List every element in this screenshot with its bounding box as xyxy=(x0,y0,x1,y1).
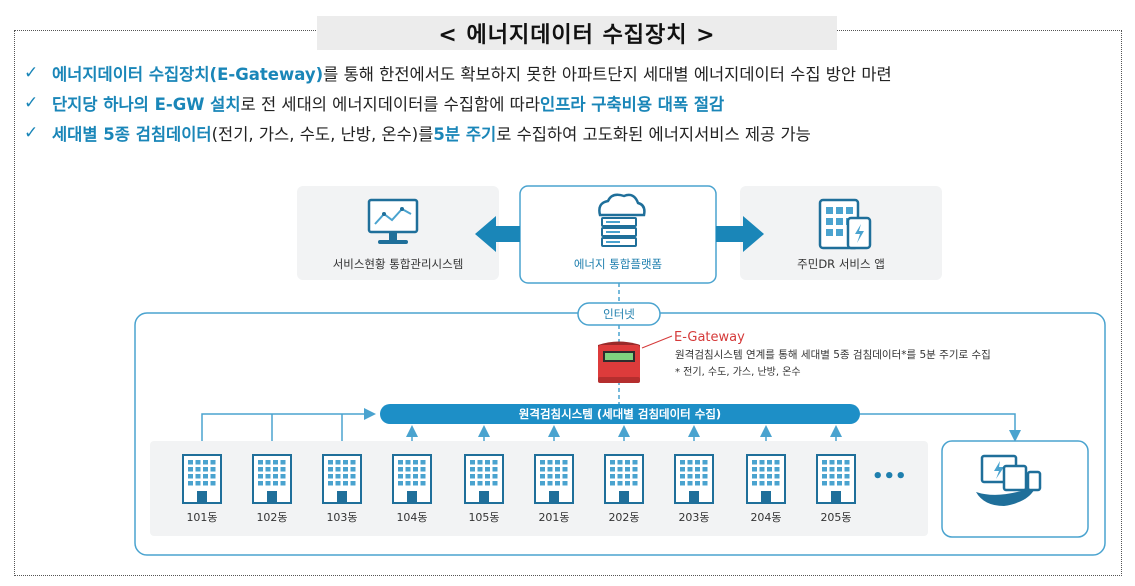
building-icon xyxy=(464,454,504,504)
building-label: 204동 xyxy=(750,511,782,524)
bullet-text: 로 수집하여 고도화된 에너지서비스 제공 가능 xyxy=(496,125,811,144)
building-icon xyxy=(534,454,574,504)
building-icon xyxy=(182,454,222,504)
home-devices-icon xyxy=(976,454,1042,506)
egateway-description: 원격검침시스템 연계를 통해 세대별 5종 검침데이터*를 5분 주기로 수집 xyxy=(675,349,991,361)
egateway-note: * 전기, 수도, 가스, 난방, 온수 xyxy=(675,367,801,378)
arrow-left xyxy=(475,216,520,252)
building-label: 102동 xyxy=(256,511,288,524)
platform-label: 에너지 통합플랫폼 xyxy=(573,257,663,271)
building-label: 103동 xyxy=(326,511,358,524)
bullet-highlight: 인프라 구축비용 대폭 절감 xyxy=(540,95,725,114)
check-icon: ✓ xyxy=(24,93,39,113)
building-label: 203동 xyxy=(678,511,710,524)
bullet-highlight: 5분 주기 xyxy=(433,125,497,144)
monitor-icon xyxy=(367,198,419,244)
internet-label: 인터넷 xyxy=(603,307,635,321)
building-icon xyxy=(252,454,292,504)
building-label: 104동 xyxy=(396,511,428,524)
bullet-text: 로 전 세대의 에너지데이터를 수집함에 따라 xyxy=(240,95,541,114)
building-icon xyxy=(746,454,786,504)
building-icon xyxy=(674,454,714,504)
check-icon: ✓ xyxy=(24,63,39,83)
bullet-text: 를 통해 한전에서도 확보하지 못한 아파트단지 세대별 에너지데이터 수집 방… xyxy=(323,65,892,84)
bullet-highlight: 단지당 하나의 E-GW 설치 xyxy=(52,95,241,114)
bullet-item: ✓ 세대별 5종 검침데이터 (전기, 가스, 수도, 난방, 온수)를 5분 … xyxy=(24,118,1114,148)
building-icon xyxy=(816,454,856,504)
building-icon xyxy=(322,454,362,504)
building-label: 105동 xyxy=(468,511,500,524)
dr-app-label: 주민DR 서비스 앱 xyxy=(797,257,885,271)
bullet-item: ✓ 에너지데이터 수집장치(E-Gateway) 를 통해 한전에서도 확보하지… xyxy=(24,58,1114,88)
egateway-pointer xyxy=(641,335,673,349)
building-label: 101동 xyxy=(186,511,218,524)
bullet-text: (전기, 가스, 수도, 난방, 온수)를 xyxy=(211,125,434,144)
bullet-list: ✓ 에너지데이터 수집장치(E-Gateway) 를 통해 한전에서도 확보하지… xyxy=(24,58,1114,148)
bullet-highlight: 세대별 5종 검침데이터 xyxy=(52,125,212,144)
arrow-right xyxy=(716,216,764,252)
internet-pill xyxy=(577,302,661,326)
building-label: 205동 xyxy=(820,511,852,524)
building-icon xyxy=(392,454,432,504)
tablet-app-icon xyxy=(818,198,872,250)
check-icon: ✓ xyxy=(24,123,39,143)
metering-system-label: 원격검침시스템 (세대별 검침데이터 수집) xyxy=(518,407,722,421)
cloud-server-icon xyxy=(598,193,646,247)
more-buildings-indicator: ••• xyxy=(872,466,907,487)
page-title: < 에너지데이터 수집장치 > xyxy=(438,23,716,48)
title-box: < 에너지데이터 수집장치 > xyxy=(317,16,837,50)
building-label: 201동 xyxy=(538,511,570,524)
bullet-item: ✓ 단지당 하나의 E-GW 설치 로 전 세대의 에너지데이터를 수집함에 따… xyxy=(24,88,1114,118)
bullet-highlight: 에너지데이터 수집장치(E-Gateway) xyxy=(52,65,324,84)
service-system-label: 서비스현황 통합관리시스템 xyxy=(332,257,464,271)
egateway-device-icon xyxy=(598,341,640,383)
building-label: 202동 xyxy=(608,511,640,524)
egateway-title: E-Gateway xyxy=(674,330,745,345)
building-icon xyxy=(604,454,644,504)
metering-system-bar xyxy=(380,404,860,424)
